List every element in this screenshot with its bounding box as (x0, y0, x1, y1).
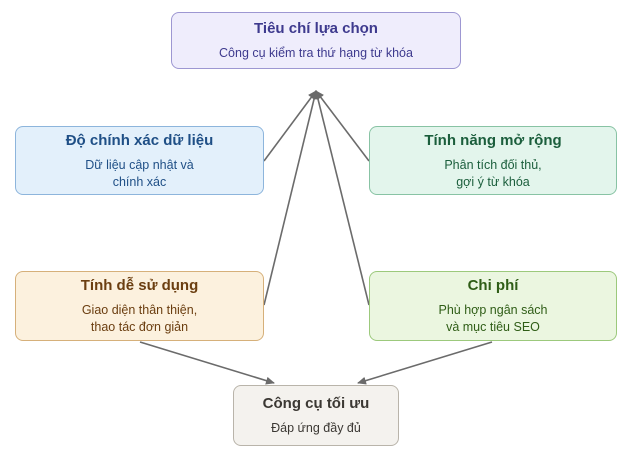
node-ease-of-use: Tính dễ sử dụng Giao diện thân thiện, th… (15, 271, 264, 341)
edge-ease-to-bottom (139, 341, 275, 385)
node-subtitle-line: thao tác đơn giản (90, 320, 189, 334)
node-optimal-tool: Công cụ tối ưu Đáp ứng đầy đủ (233, 385, 399, 446)
node-subtitle: Giao diện thân thiện, thao tác đơn giản (82, 302, 197, 336)
node-title: Công cụ tối ưu (262, 395, 370, 412)
node-title: Tính dễ sử dụng (80, 277, 199, 294)
node-subtitle: Đáp ứng đầy đủ (271, 421, 361, 435)
node-subtitle-line: Phân tích đối thủ, (444, 157, 542, 172)
node-subtitle: Phù hợp ngân sách và mục tiêu SEO (439, 302, 548, 336)
node-subtitle-line: Dữ liệu cập nhật và (85, 157, 194, 172)
node-cost: Chi phí Phù hợp ngân sách và mục tiêu SE… (369, 271, 617, 341)
edge-extension-to-top (315, 90, 370, 162)
node-subtitle-line: chính xác (112, 174, 167, 189)
node-title: Tính năng mở rộng (424, 131, 562, 149)
node-extended-features: Tính năng mở rộng Phân tích đối thủ, gợi… (369, 126, 617, 195)
node-subtitle-line: Giao diện thân thiện, (81, 303, 198, 317)
node-subtitle: Công cụ kiểm tra thứ hạng từ khóa (219, 46, 413, 60)
node-subtitle-line: và mục tiêu SEO (446, 320, 540, 334)
edge-cost-to-bottom (357, 341, 493, 385)
edge-cost-to-top (314, 90, 370, 306)
edge-ease-to-top (263, 90, 318, 306)
node-title: Chi phí (467, 277, 519, 294)
node-subtitle-line: Phù hợp ngân sách (438, 303, 548, 317)
node-data-accuracy: Độ chính xác dữ liệu Dữ liệu cập nhật và… (15, 126, 264, 195)
edge-accuracy-to-top (263, 90, 317, 162)
node-subtitle-line: gợi ý từ khóa (456, 174, 530, 189)
node-selection-criteria: Tiêu chí lựa chọn Công cụ kiểm tra thứ h… (171, 12, 461, 69)
node-title: Tiêu chí lựa chọn (254, 20, 378, 37)
node-subtitle: Dữ liệu cập nhật và chính xác (85, 157, 193, 191)
node-subtitle: Phân tích đối thủ, gợi ý từ khóa (444, 157, 541, 191)
node-title: Độ chính xác dữ liệu (65, 131, 214, 149)
